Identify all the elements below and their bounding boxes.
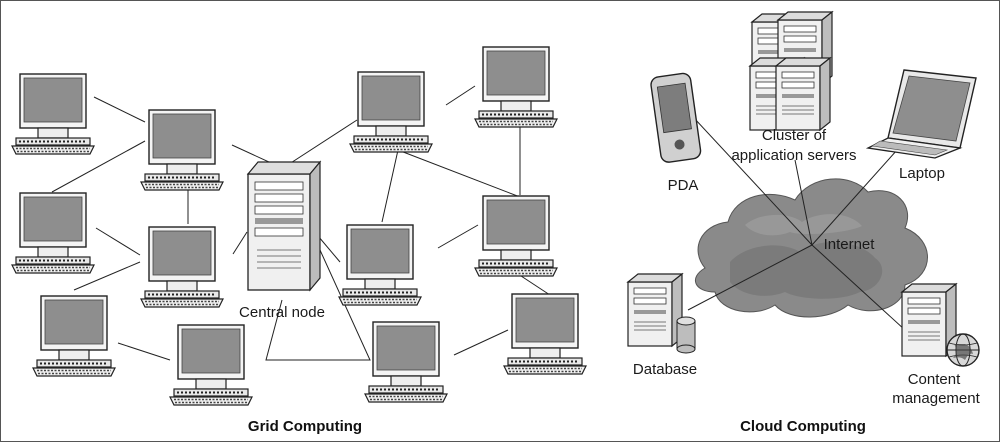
grid-computer [474, 195, 558, 277]
grid-computer [503, 293, 587, 375]
grid-computing-title: Grid Computing [248, 418, 362, 435]
central-node-label: Central node [239, 304, 325, 321]
grid-computer [169, 324, 253, 406]
pda-device [650, 72, 702, 163]
central-node-server [246, 160, 322, 292]
content-label-line1: Content [908, 371, 961, 388]
grid-computer [11, 73, 95, 155]
cluster-label-line1: Cluster of [762, 127, 827, 144]
database-label: Database [633, 361, 697, 378]
grid-computer [474, 46, 558, 128]
cloud-computing-title: Cloud Computing [740, 418, 866, 435]
content-label-line2: management [892, 390, 980, 407]
grid-computer [140, 226, 224, 308]
grid-computer [349, 71, 433, 153]
database-server [627, 273, 696, 354]
grid-computer [11, 192, 95, 274]
grid-computer [32, 295, 116, 377]
laptop-label: Laptop [899, 165, 945, 182]
server-cluster [749, 11, 833, 131]
grid-computer [140, 109, 224, 191]
internet-cloud [694, 178, 928, 318]
grid-computer [364, 321, 448, 403]
cloud-links [687, 117, 906, 331]
pda-label: PDA [668, 177, 699, 194]
grid-computer [338, 224, 422, 306]
internet-label: Internet [824, 236, 876, 253]
laptop [865, 69, 977, 159]
cluster-label-line2: application servers [731, 147, 856, 164]
content-management-server [901, 283, 980, 367]
